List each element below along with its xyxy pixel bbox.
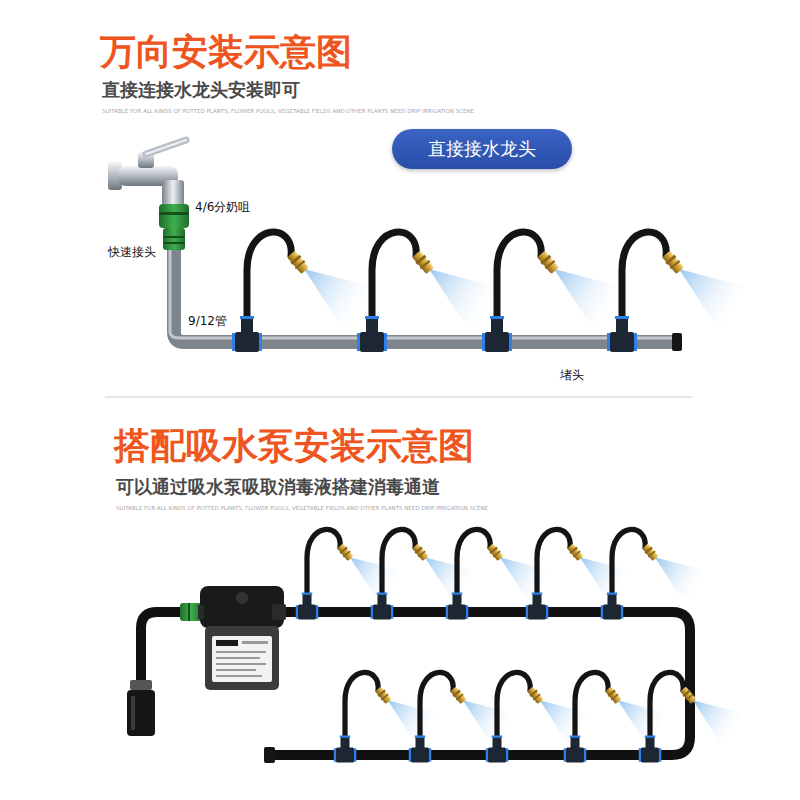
sprinkler bbox=[607, 232, 744, 352]
black-pipe bbox=[141, 612, 690, 763]
part-name: 4/6分奶咀 bbox=[195, 200, 250, 214]
section-heading: 万向安装示意图 bbox=[100, 30, 352, 73]
watermark-note: SUITABLE FOR ALL KINDS OF POTTED PLANTS,… bbox=[116, 505, 488, 512]
sprinkler bbox=[357, 232, 494, 352]
section-heading: 搭配吸水泵安装示意图 bbox=[114, 424, 474, 467]
sprinkler bbox=[232, 232, 369, 352]
watermark-note: SUITABLE FOR ALL KINDS OF POTTED PLANTS,… bbox=[102, 108, 474, 115]
faucet bbox=[108, 140, 186, 206]
part-name: 堵头 bbox=[560, 368, 584, 382]
end-plug bbox=[672, 333, 682, 351]
part-name: 快速接头 bbox=[108, 245, 156, 259]
section-subtitle: 直接连接水龙头安装即可 bbox=[102, 79, 300, 101]
badge-text: 直接接水龙头 bbox=[428, 138, 536, 160]
sprinkler bbox=[601, 530, 704, 620]
suction-filter bbox=[127, 680, 155, 736]
blue-pill-badge: 直接接水龙头 bbox=[392, 129, 572, 169]
section-divider bbox=[105, 397, 692, 398]
sprinkler bbox=[639, 673, 742, 763]
part-name: 9/12管 bbox=[188, 314, 227, 328]
section-subtitle: 可以通过吸水泵吸取消毒液搭建消毒通道 bbox=[116, 476, 440, 498]
water-pump bbox=[198, 586, 286, 690]
quick-connector bbox=[159, 204, 189, 250]
sprinkler bbox=[482, 232, 619, 352]
end-plug bbox=[264, 747, 275, 763]
